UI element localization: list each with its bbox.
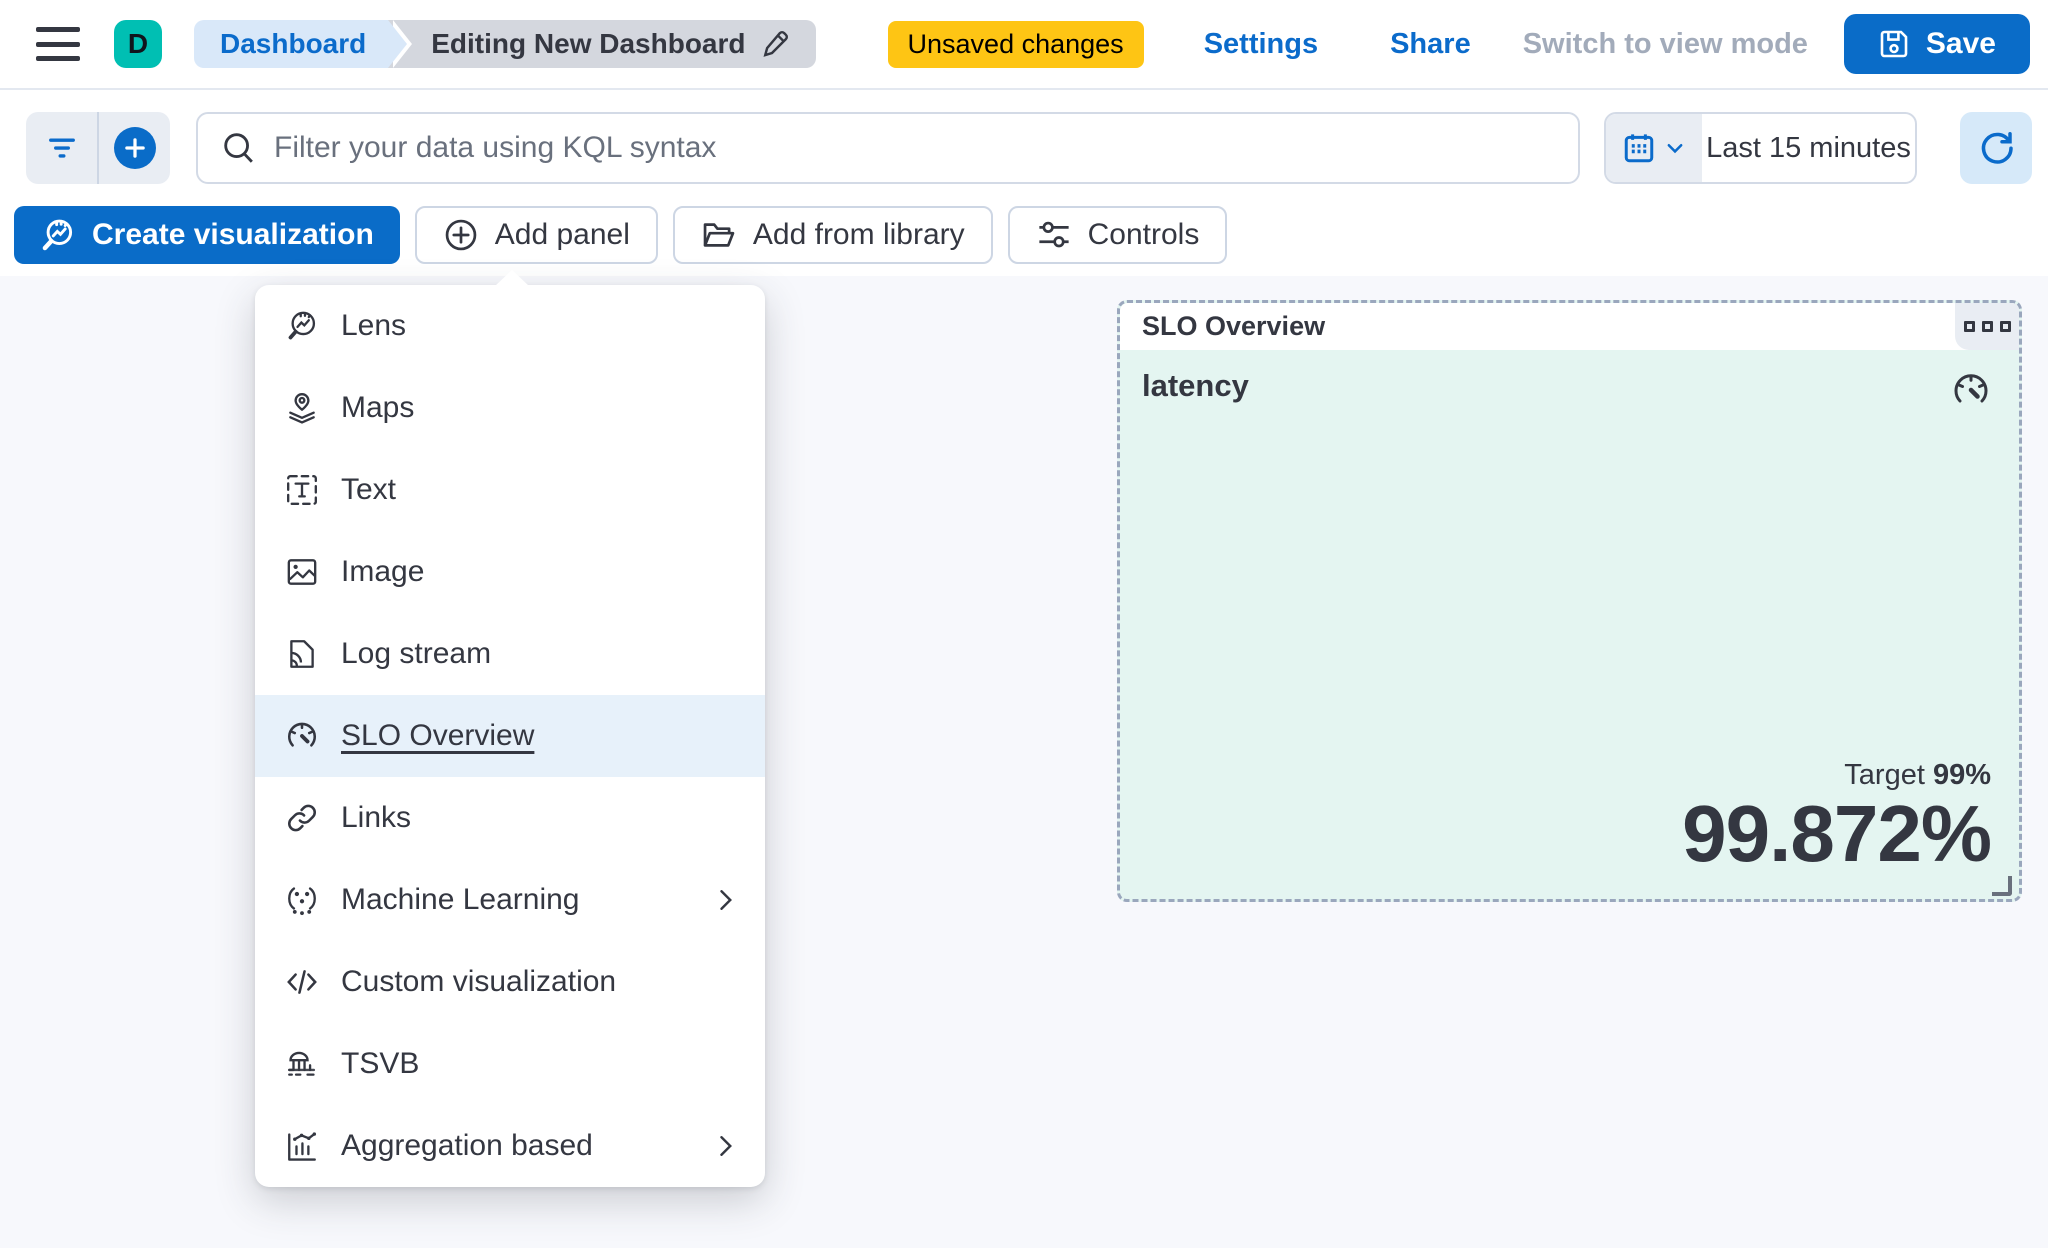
chevron-right-icon xyxy=(711,886,739,914)
menu-item-lens[interactable]: Lens xyxy=(255,285,765,367)
menu-item-aggregation-based[interactable]: Aggregation based xyxy=(255,1105,765,1187)
switch-to-view-mode-button[interactable]: Switch to view mode xyxy=(1522,27,1808,60)
panel-drag-handle[interactable]: SLO Overview xyxy=(1120,303,2019,350)
create-visualization-button[interactable]: Create visualization xyxy=(14,206,400,264)
add-filter-button[interactable] xyxy=(97,112,170,184)
image-icon xyxy=(285,555,319,589)
slo-value: 99.872% xyxy=(1682,789,1992,878)
settings-button[interactable]: Settings xyxy=(1203,27,1319,60)
controls-button[interactable]: Controls xyxy=(1007,206,1228,264)
panel-title: SLO Overview xyxy=(1142,311,1326,341)
folder-open-icon xyxy=(701,217,737,253)
breadcrumb: Dashboard Editing New Dashboard xyxy=(194,20,816,68)
plus-icon xyxy=(113,127,156,169)
slo-metric-name: latency xyxy=(1142,368,1249,403)
menu-item-tsvb[interactable]: TSVB xyxy=(255,1023,765,1105)
filter-icon xyxy=(44,130,80,166)
share-button[interactable]: Share xyxy=(1390,27,1471,60)
add-from-library-button[interactable]: Add from library xyxy=(672,206,993,264)
add-panel-button[interactable]: Add panel xyxy=(414,206,658,264)
sliders-icon xyxy=(1036,217,1072,253)
save-icon xyxy=(1878,28,1910,60)
plus-circle-icon xyxy=(443,217,479,253)
menu-item-machine-learning[interactable]: Machine Learning xyxy=(255,859,765,941)
add-panel-menu: Lens Maps T xyxy=(255,270,765,1187)
popover-arrow xyxy=(495,270,529,286)
search-icon xyxy=(220,129,258,167)
menu-item-text[interactable]: Text xyxy=(255,449,765,531)
breadcrumb-dashboard[interactable]: Dashboard xyxy=(194,20,408,68)
filter-menu-button[interactable] xyxy=(26,112,97,184)
slo-target: Target 99% xyxy=(1844,759,1991,791)
unsaved-changes-badge: Unsaved changes xyxy=(887,20,1144,68)
aggregation-icon xyxy=(285,1129,319,1163)
menu-item-image[interactable]: Image xyxy=(255,531,765,613)
calendar-icon xyxy=(1622,131,1656,165)
slo-figures: Target 99% 99.872% xyxy=(1682,759,1992,878)
link-icon xyxy=(285,801,319,835)
chevron-down-icon xyxy=(1664,137,1686,159)
gauge-icon xyxy=(285,719,319,753)
kql-search-input[interactable] xyxy=(274,131,1556,165)
kql-search-box xyxy=(196,112,1580,184)
panel-options-icon[interactable] xyxy=(1955,303,2019,350)
menu-item-links[interactable]: Links xyxy=(255,777,765,859)
menu-item-custom-visualization[interactable]: Custom visualization xyxy=(255,941,765,1023)
dashboard-toolbar: Create visualization Add panel Add from … xyxy=(0,206,2048,264)
save-button[interactable]: Save xyxy=(1843,14,2030,74)
app-header: D Dashboard Editing New Dashboard Unsave… xyxy=(0,0,2048,90)
header-actions: Unsaved changes Settings Share Switch to… xyxy=(887,14,2030,74)
machine-learning-icon xyxy=(285,883,319,917)
pencil-icon[interactable] xyxy=(760,29,790,59)
slo-panel-body: latency Target 99% 99.872% xyxy=(1120,350,2019,902)
menu-item-maps[interactable]: Maps xyxy=(255,367,765,449)
code-icon xyxy=(285,965,319,999)
lens-icon xyxy=(285,309,319,343)
chevron-right-icon xyxy=(711,1132,739,1160)
log-stream-icon xyxy=(285,637,319,671)
slo-overview-panel: SLO Overview latency Target 99% 99.872% xyxy=(1117,300,2022,902)
text-icon xyxy=(285,473,319,507)
filter-controls-group xyxy=(26,112,170,184)
menu-item-slo-overview[interactable]: SLO Overview xyxy=(255,695,765,777)
gauge-icon xyxy=(1951,370,1991,410)
hamburger-icon[interactable] xyxy=(36,27,80,61)
space-avatar[interactable]: D xyxy=(114,20,162,68)
time-range-picker: Last 15 minutes xyxy=(1604,112,1917,184)
refresh-icon xyxy=(1976,128,2016,168)
maps-icon xyxy=(285,391,319,425)
lens-icon xyxy=(40,217,76,253)
panel-resize-handle[interactable] xyxy=(1992,876,2012,896)
time-range-value[interactable]: Last 15 minutes xyxy=(1706,131,1911,164)
refresh-button[interactable] xyxy=(1960,112,2032,184)
tsvb-icon xyxy=(285,1047,319,1081)
query-bar: Last 15 minutes xyxy=(0,90,2048,206)
quick-select-button[interactable] xyxy=(1606,114,1702,182)
breadcrumb-current-page[interactable]: Editing New Dashboard xyxy=(387,20,816,68)
menu-item-log-stream[interactable]: Log stream xyxy=(255,613,765,695)
